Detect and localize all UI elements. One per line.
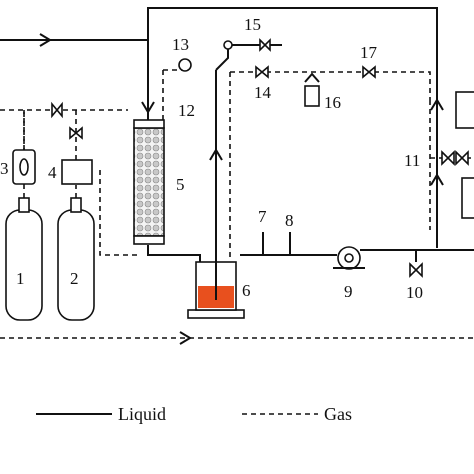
label-10: 10	[406, 283, 423, 302]
gas-cylinder-1	[5, 110, 43, 321]
component-labels: 1 2 3 4 5 6 7 8 9 10 11 12 13 14 15 16 1…	[0, 15, 423, 302]
label-17: 17	[360, 43, 378, 62]
label-5: 5	[176, 175, 185, 194]
gas-lines	[0, 69, 474, 339]
label-7: 7	[258, 207, 267, 226]
reactor-vessel-6	[187, 261, 245, 319]
label-1: 1	[16, 269, 25, 288]
flowmeter-3	[12, 110, 36, 185]
arrow-up-right-2	[430, 173, 444, 186]
legend: Liquid Gas	[36, 404, 352, 424]
label-16: 16	[324, 93, 341, 112]
label-4: 4	[48, 163, 57, 182]
label-14: 14	[254, 83, 272, 102]
bubbler-16	[304, 72, 320, 107]
vent-15	[223, 38, 271, 52]
packed-column-5	[133, 119, 165, 245]
valve-17	[362, 65, 376, 79]
valve-10	[409, 262, 423, 278]
arrow-down-column	[141, 101, 155, 114]
pressure-gauge-13	[178, 58, 192, 72]
label-13: 13	[172, 35, 189, 54]
pump-9	[333, 246, 365, 270]
mass-flow-controller-4	[61, 110, 93, 185]
liquid-line-column-to-vessel	[147, 245, 201, 262]
legend-liquid-label: Liquid	[118, 404, 166, 424]
arrow-top-left	[39, 33, 52, 47]
gas-cylinder-2	[57, 185, 95, 321]
label-2: 2	[70, 269, 79, 288]
valve-14	[255, 65, 269, 79]
flow-arrows	[39, 33, 444, 345]
label-3: 3	[0, 159, 9, 178]
liquid-lines	[0, 7, 474, 262]
gas-valve-left	[51, 101, 83, 140]
label-9: 9	[344, 282, 353, 301]
label-8: 8	[285, 211, 294, 230]
right-instruments	[455, 91, 474, 219]
arrow-up-riser	[209, 148, 223, 161]
valve-11	[441, 150, 469, 166]
legend-gas-label: Gas	[324, 404, 352, 424]
gas-line-left-bottom	[99, 170, 140, 256]
arrow-up-right	[430, 98, 444, 111]
label-11: 11	[404, 151, 420, 170]
label-6: 6	[242, 281, 251, 300]
label-15: 15	[244, 15, 261, 34]
arrow-gas-bottom	[179, 331, 192, 345]
gas-line-14	[230, 71, 431, 100]
label-12: 12	[178, 101, 195, 120]
liquid-line-top-loop	[147, 7, 438, 248]
